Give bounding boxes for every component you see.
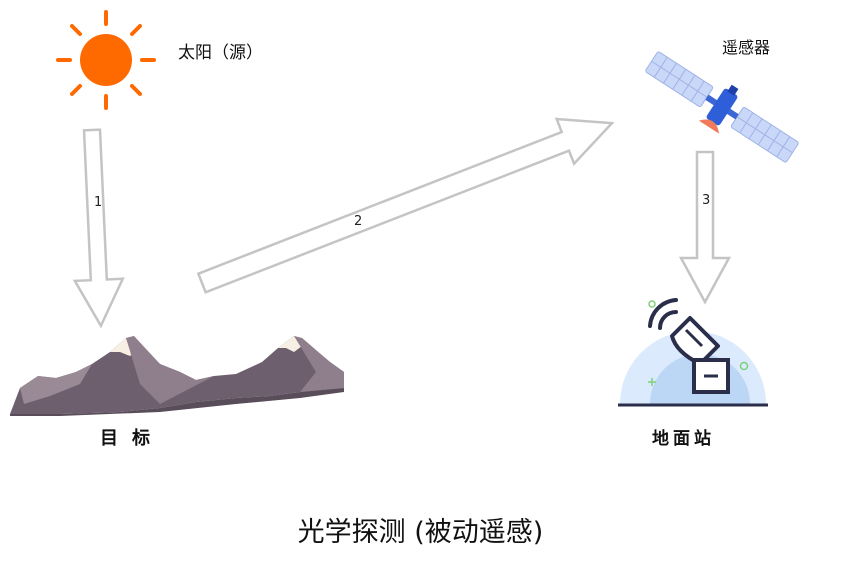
solar-panel-right	[730, 107, 799, 163]
target-label: 目标	[100, 428, 164, 449]
arrow-1-number: 1	[94, 195, 103, 210]
arrow-1	[72, 128, 125, 329]
ground-station-label: 地面站	[652, 429, 715, 449]
ground-station-icon	[618, 298, 768, 407]
sensor-label: 遥感器	[722, 38, 771, 57]
sun-icon	[56, 10, 156, 110]
solar-panel-left	[645, 51, 714, 107]
satellite-icon	[645, 51, 799, 163]
arrow-2-number: 2	[354, 214, 363, 229]
diagram-title: 光学探测 (被动遥感)	[297, 517, 544, 548]
arrow-2	[196, 117, 615, 294]
arrow-3	[678, 150, 732, 305]
arrow-3-number: 3	[702, 193, 711, 208]
mountain-icon	[10, 336, 344, 416]
source-label: 太阳（源）	[178, 43, 263, 63]
